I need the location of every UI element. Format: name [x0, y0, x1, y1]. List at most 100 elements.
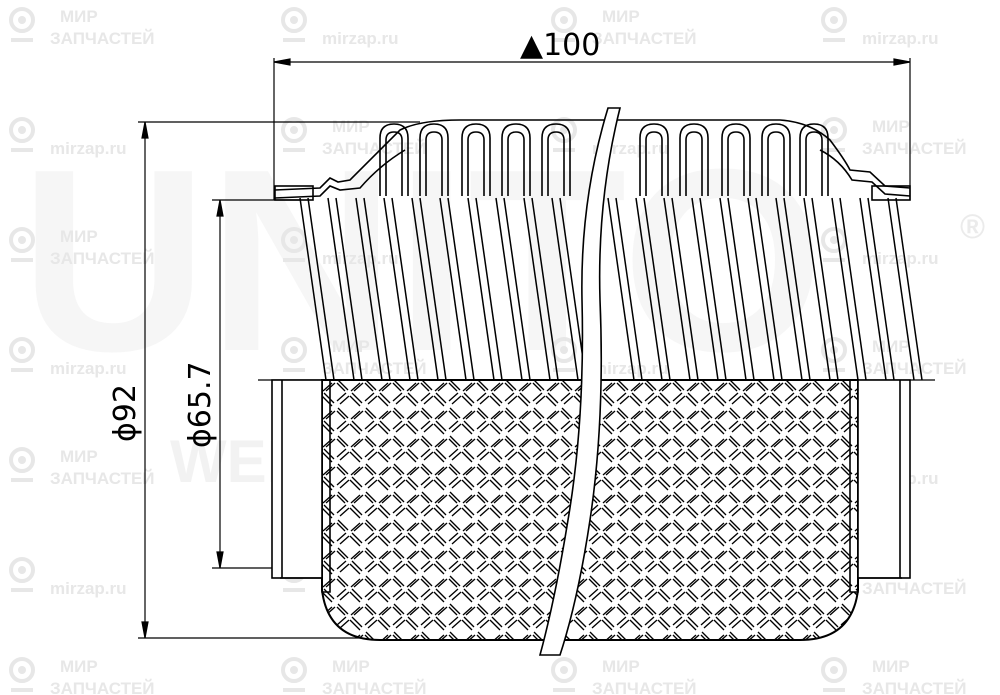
watermark-brand-line1: МИР [332, 657, 370, 676]
watermark-tile: mirzap.ru [281, 7, 399, 48]
map-pin-icon [9, 337, 35, 372]
watermark-brand-line1: МИР [60, 447, 98, 466]
watermark-brand-line2: ЗАПЧАСТЕЙ [592, 29, 697, 48]
watermark-brand-line1: МИР [60, 227, 98, 246]
watermark-tile: mirzap.ru [281, 227, 399, 268]
liner-strip [307, 197, 335, 381]
watermark-site: mirzap.ru [592, 359, 669, 378]
liner-strip [691, 197, 719, 381]
liner-strip [803, 197, 831, 381]
liner-strip [811, 197, 839, 381]
liner-strip [495, 197, 523, 381]
convolution-loop-inner [425, 131, 443, 196]
convolution-loop-inner [805, 131, 823, 196]
liner-strip [523, 197, 551, 381]
map-pin-icon [551, 7, 577, 42]
outer-diameter-label: ϕ92 [108, 384, 143, 442]
bellows-convolutions [274, 119, 911, 201]
convolution-loop [639, 123, 669, 196]
convolution-loop [541, 123, 571, 196]
watermark-tile: mirzap.ru [821, 7, 939, 48]
liner-strip [831, 197, 859, 381]
map-pin-icon [281, 117, 307, 152]
watermark-logo: UNITO [20, 116, 824, 406]
map-pin-icon [9, 657, 35, 692]
watermark-brand-line1: МИР [602, 7, 640, 26]
length-label: ▲100 [520, 28, 600, 63]
map-pin-icon [9, 227, 35, 262]
liner-strip [783, 197, 811, 381]
watermark-brand-line1: МИР [872, 657, 910, 676]
watermark-brand-line2: ЗАПЧАСТЕЙ [50, 29, 155, 48]
liner-strip [467, 197, 495, 381]
convolution-loop [501, 123, 531, 196]
convolution-loop-inner [767, 131, 785, 196]
liner-strip [439, 197, 467, 381]
watermark-tile: МИР ЗАПЧАСТЕЙ [551, 7, 697, 48]
watermark-tile: mirzap.ru [9, 337, 127, 378]
break-line [538, 107, 622, 656]
liner-strip [671, 197, 699, 381]
watermark-tile: МИР ЗАПЧАСТЕЙ [281, 657, 427, 695]
map-pin-icon [281, 657, 307, 692]
convolution-loop-inner [547, 131, 565, 196]
watermark-brand-line2: ЗАПЧАСТЕЙ [322, 359, 427, 378]
liner-strip [419, 197, 447, 381]
liner-strip [327, 197, 355, 381]
convolution-loop [799, 123, 829, 196]
watermark-brand-line2: ЗАПЧАСТЕЙ [322, 679, 427, 695]
watermark-site: mirzap.ru [50, 139, 127, 158]
watermark-site: mirzap.ru [322, 249, 399, 268]
watermark-tile: mirzap.ru [9, 117, 127, 158]
convolution-loops [379, 123, 829, 196]
convolution-loop-inner [467, 131, 485, 196]
liner-strip [887, 197, 915, 381]
watermark-registered: ® [960, 208, 985, 246]
watermark-site: mirzap.ru [50, 579, 127, 598]
watermark-brand-line1: МИР [60, 7, 98, 26]
convolution-loop [461, 123, 491, 196]
liner-strip [335, 197, 363, 381]
watermark-tile: МИР ЗАПЧАСТЕЙ [9, 447, 155, 488]
map-pin-icon [281, 337, 307, 372]
convolution-loop-inner [645, 131, 663, 196]
liner-strip [475, 197, 503, 381]
inner-diameter-dimension [212, 199, 300, 569]
inner-diameter-label: ϕ65.7 [183, 361, 218, 448]
watermark-site: mirzap.ru [862, 249, 939, 268]
liner-strip [719, 197, 747, 381]
convolution-loop [379, 123, 409, 196]
convolution-loop-inner [685, 131, 703, 196]
watermark-tile: mirzap.ru [821, 227, 939, 268]
length-dimension [273, 58, 911, 200]
liner-strip [447, 197, 475, 381]
liner-strip [615, 197, 643, 381]
convolution-loop-inner [507, 131, 525, 196]
map-pin-icon [281, 227, 307, 262]
inner-liner-strips [299, 197, 923, 381]
liner-strip [699, 197, 727, 381]
watermark-brand-line2: ЗАПЧАСТЕЙ [50, 679, 155, 695]
convolution-loop [679, 123, 709, 196]
liner-strip [503, 197, 531, 381]
liner-strip [607, 197, 635, 381]
convolution-loop [761, 123, 791, 196]
watermark-brand-line2: ЗАПЧАСТЕЙ [50, 469, 155, 488]
liner-strip [859, 197, 887, 381]
liner-strip [867, 197, 895, 381]
liner-strip [355, 197, 383, 381]
liner-strip [839, 197, 867, 381]
liner-strip [411, 197, 439, 381]
liner-strip [363, 197, 391, 381]
liner-strip [755, 197, 783, 381]
liner-strip [727, 197, 755, 381]
watermark-brand-line2: ЗАПЧАСТЕЙ [592, 679, 697, 695]
